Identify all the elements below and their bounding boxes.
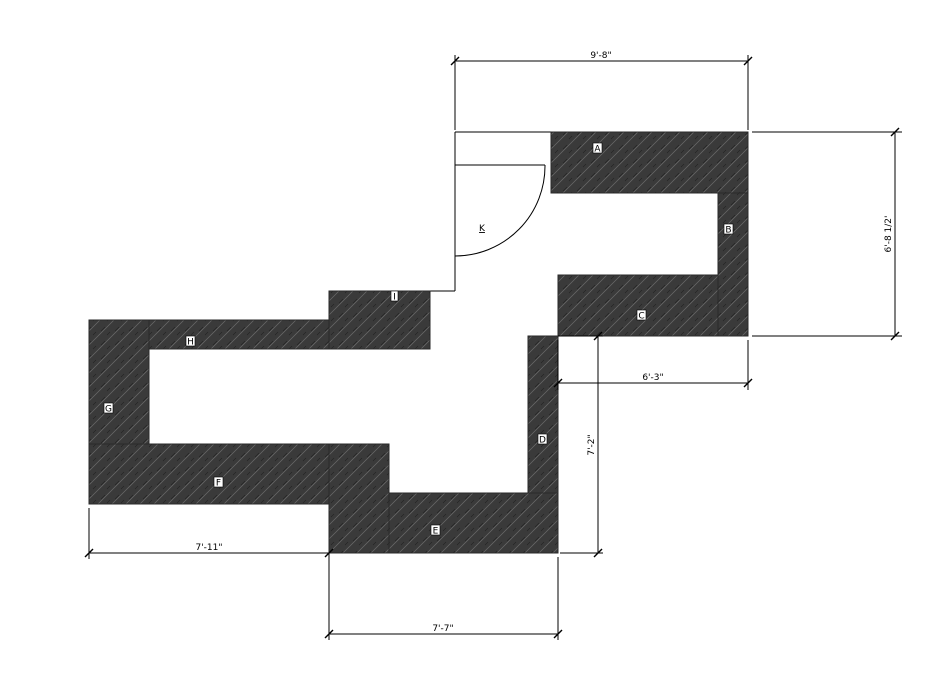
door-swing bbox=[454, 164, 546, 257]
label-g: G bbox=[103, 402, 114, 415]
counter-f bbox=[88, 443, 330, 505]
label-e: E bbox=[430, 524, 441, 537]
dimension-d-height: 7'-2" bbox=[558, 331, 603, 558]
label-f: F bbox=[213, 476, 224, 489]
dimension-c-width: 6'-3" bbox=[553, 340, 753, 390]
svg-text:6'-8 1/2': 6'-8 1/2' bbox=[884, 216, 894, 253]
svg-text:B: B bbox=[725, 226, 731, 236]
svg-text:6'-3": 6'-3" bbox=[642, 373, 663, 383]
svg-text:I: I bbox=[393, 293, 396, 303]
svg-text:C: C bbox=[638, 312, 644, 322]
svg-text:A: A bbox=[594, 145, 601, 155]
counter-i bbox=[328, 290, 431, 350]
dimension-right: 6'-8 1/2' bbox=[752, 127, 902, 341]
dimension-left-width: 7'-11" bbox=[84, 508, 334, 559]
label-h: H bbox=[185, 335, 196, 348]
counter-d bbox=[527, 335, 559, 494]
counter-h bbox=[148, 319, 330, 350]
label-i: I bbox=[390, 290, 399, 303]
svg-text:E: E bbox=[433, 527, 439, 537]
counter-a bbox=[550, 131, 749, 194]
svg-text:7'-7": 7'-7" bbox=[432, 624, 453, 634]
label-a: A bbox=[592, 142, 603, 155]
counter-e-corner bbox=[328, 443, 390, 554]
svg-text:9'-8": 9'-8" bbox=[590, 51, 611, 61]
counter-g bbox=[88, 319, 150, 445]
svg-text:D: D bbox=[539, 436, 546, 446]
svg-text:7'-11": 7'-11" bbox=[195, 543, 222, 553]
label-c: C bbox=[636, 309, 647, 322]
label-d: D bbox=[537, 433, 548, 446]
svg-text:F: F bbox=[216, 479, 221, 489]
svg-text:H: H bbox=[187, 338, 194, 348]
counter-b bbox=[717, 192, 749, 337]
label-k: K bbox=[479, 224, 486, 234]
dimension-top: 9'-8" bbox=[450, 51, 753, 130]
svg-text:G: G bbox=[105, 405, 112, 415]
svg-text:7'-2": 7'-2" bbox=[587, 434, 597, 455]
dimension-bottom-width: 7'-7" bbox=[324, 557, 563, 640]
counter-e bbox=[388, 492, 559, 554]
label-b: B bbox=[723, 223, 734, 236]
counter-c bbox=[557, 274, 719, 337]
